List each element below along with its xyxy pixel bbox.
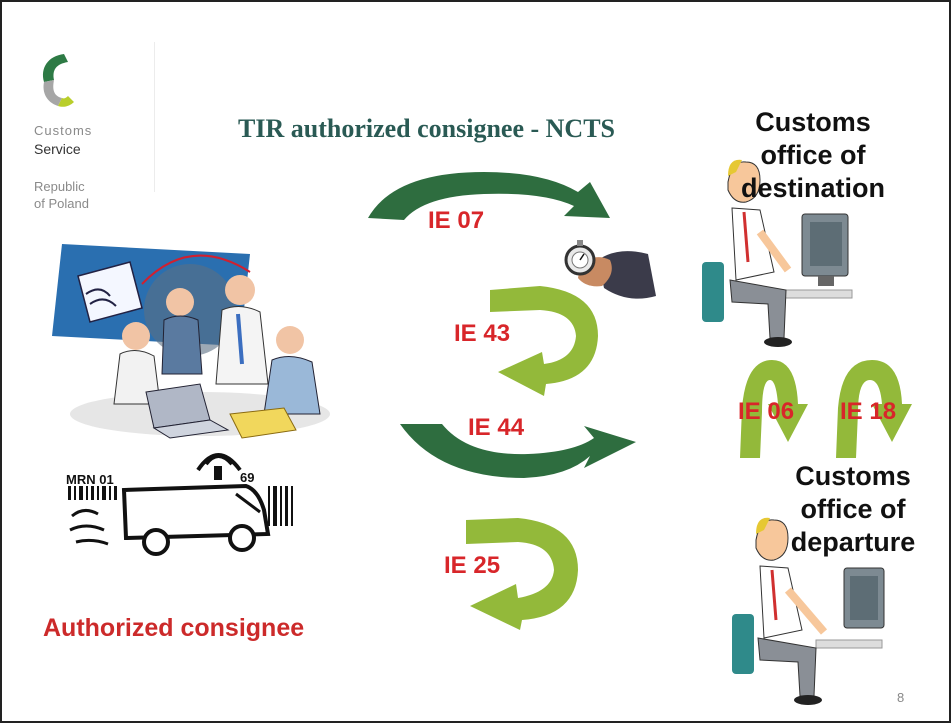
destination-officer-illustration xyxy=(702,159,853,347)
logo-divider xyxy=(154,42,155,192)
arrow-ie44-icon xyxy=(400,424,636,478)
message-ie06-label: IE 06 xyxy=(738,398,795,425)
departure-office-line1: Customs xyxy=(795,461,911,491)
message-ie43-label: IE 43 xyxy=(454,320,511,347)
departure-office-caption: Customs office of departure xyxy=(780,460,926,559)
message-ie25-label: IE 25 xyxy=(444,552,501,579)
page-number: 8 xyxy=(897,690,905,705)
departure-office-line3: departure xyxy=(790,527,916,557)
arrow-ie43-icon xyxy=(490,286,598,396)
message-ie44-label: IE 44 xyxy=(468,414,525,441)
message-ie07-label: IE 07 xyxy=(428,207,485,234)
logo-text-service: Service xyxy=(34,141,81,157)
destination-office-caption: Customs office of destination xyxy=(740,106,886,205)
arrow-ie18-icon xyxy=(836,360,912,458)
truck-digits-label: 69 xyxy=(240,470,254,485)
van-illustration: MRN 01 69 xyxy=(66,453,293,556)
message-ie18-label: IE 18 xyxy=(840,398,897,425)
destination-office-line1: Customs xyxy=(755,107,871,137)
slide-title: TIR authorized consignee - NCTS xyxy=(238,114,616,143)
logo-text-customs: Customs xyxy=(34,123,93,138)
departure-office-line2: office of xyxy=(800,494,906,524)
destination-office-line3: destination xyxy=(740,173,885,203)
truck-mrn-label: MRN 01 xyxy=(66,472,114,487)
arrow-ie25-icon xyxy=(466,518,578,630)
destination-office-line2: office of xyxy=(760,140,866,170)
arrow-ie06-icon xyxy=(740,360,808,458)
customs-logo-icon xyxy=(42,54,74,107)
stopwatch-icon xyxy=(564,240,656,299)
office-team-illustration xyxy=(52,244,330,439)
logo-text-country: Republic of Poland xyxy=(34,179,89,211)
arrow-ie07-icon xyxy=(368,172,610,220)
departure-officer-illustration xyxy=(732,517,885,705)
authorized-consignee-label: Authorized consignee xyxy=(43,614,305,642)
